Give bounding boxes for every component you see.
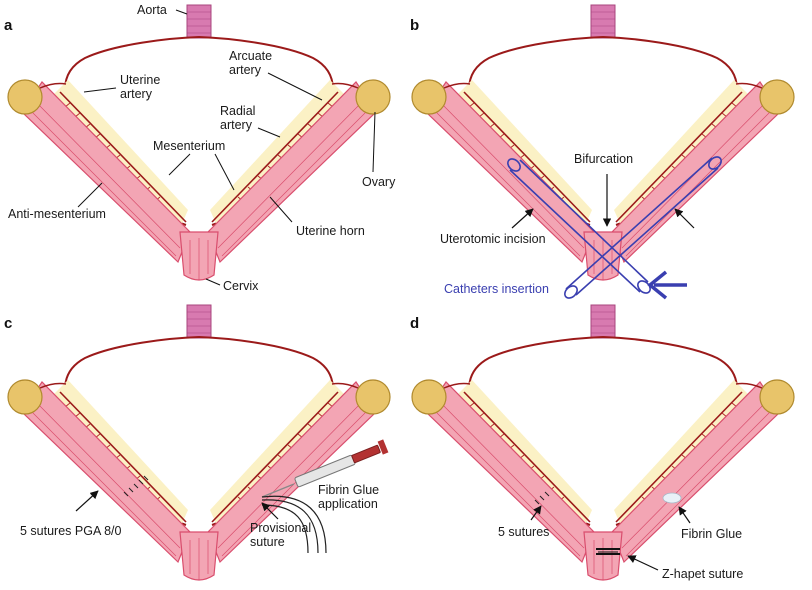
catheter-left-b	[519, 159, 649, 283]
fibrin-glue-application-label-line-1: Fibrin Glue	[318, 483, 379, 497]
catheter-left-tip	[507, 158, 521, 172]
arcuate-artery-label-line-2: artery	[229, 63, 262, 77]
provisional-suture-label-line-1: Provisional	[250, 521, 311, 535]
uterine-horn-leader	[269, 196, 293, 223]
provisional-suture-label-line-2: suture	[250, 535, 285, 549]
suture-marks-d	[534, 491, 550, 505]
panel-letter-b: b	[410, 17, 419, 34]
catheter-right-end	[564, 285, 578, 299]
ovary-leader	[372, 111, 376, 173]
mesenterium-leader-right	[214, 153, 235, 191]
cervix-leader	[205, 278, 221, 286]
ovary-label: Ovary	[362, 175, 396, 189]
sutures-label-d: 5 sutures	[498, 525, 549, 539]
bifurcation-label: Bifurcation	[574, 152, 633, 166]
fibrin-glue-arrow	[678, 506, 691, 524]
uterus-drawing-c	[7, 304, 391, 581]
panel-d: d 5 sutures Fibrin Glue Z-hapet suture	[410, 304, 795, 581]
provisional-suture-arrow	[261, 502, 279, 520]
fibrin-glue-application-label-line-2: application	[318, 497, 378, 511]
catheters	[507, 156, 722, 299]
mesenterium-label: Mesenterium	[153, 139, 225, 153]
panel-letter-a: a	[4, 17, 13, 34]
aorta-leader	[175, 9, 188, 15]
sutures-label: 5 sutures PGA 8/0	[20, 524, 121, 538]
arcuate-artery-leader	[267, 72, 323, 101]
catheter-right-b	[575, 167, 719, 296]
cervix-label: Cervix	[223, 279, 259, 293]
uterotomic-incision-arrow-left	[511, 208, 534, 229]
uterine-artery-leader	[83, 87, 117, 93]
catheter-right-tip	[708, 156, 722, 170]
fibrin-glue-label: Fibrin Glue	[681, 527, 742, 541]
aorta-label: Aorta	[137, 3, 167, 17]
uterine-horn-label: Uterine horn	[296, 224, 365, 238]
syringe	[261, 439, 389, 498]
uterotomic-incision-label: Uterotomic incision	[440, 232, 546, 246]
panel-letter-d: d	[410, 315, 419, 332]
anti-mesenterium-leader	[77, 182, 103, 208]
radial-artery-label-line-2: artery	[220, 118, 253, 132]
radial-artery-label-line-1: Radial	[220, 104, 255, 118]
catheters-insertion-label: Catheters insertion	[444, 282, 549, 296]
anti-mesenterium-label: Anti-mesenterium	[8, 207, 106, 221]
z-hapet-suture-arrow	[627, 555, 659, 571]
catheters-arrow-head	[647, 270, 668, 300]
sutures-arrow-d	[530, 505, 542, 521]
fibrin-glue-patch	[662, 492, 682, 504]
mesenterium-leader-left	[168, 153, 191, 176]
uterine-artery-label-line-2: artery	[120, 87, 153, 101]
catheter-left-a	[509, 169, 641, 293]
z-hapet-suture-label: Z-hapet suture	[662, 567, 743, 581]
radial-artery-leader	[257, 127, 281, 138]
catheter-left-end	[637, 280, 651, 294]
panel-letter-c: c	[4, 315, 12, 332]
panel-b: b Bifurcation Uterotomic incision Cathet…	[410, 4, 795, 300]
suture-marks-c	[123, 475, 149, 497]
uterine-artery-label-line-1: Uterine	[120, 73, 160, 87]
catheter-right-a	[565, 157, 713, 290]
provisional-suture-thread	[261, 495, 327, 554]
uterotomic-incision-arrow-right	[674, 208, 695, 229]
z-hapet-suture-mark	[596, 548, 620, 555]
arcuate-artery-label-line-1: Arcuate	[229, 49, 272, 63]
sutures-arrow	[75, 490, 99, 512]
